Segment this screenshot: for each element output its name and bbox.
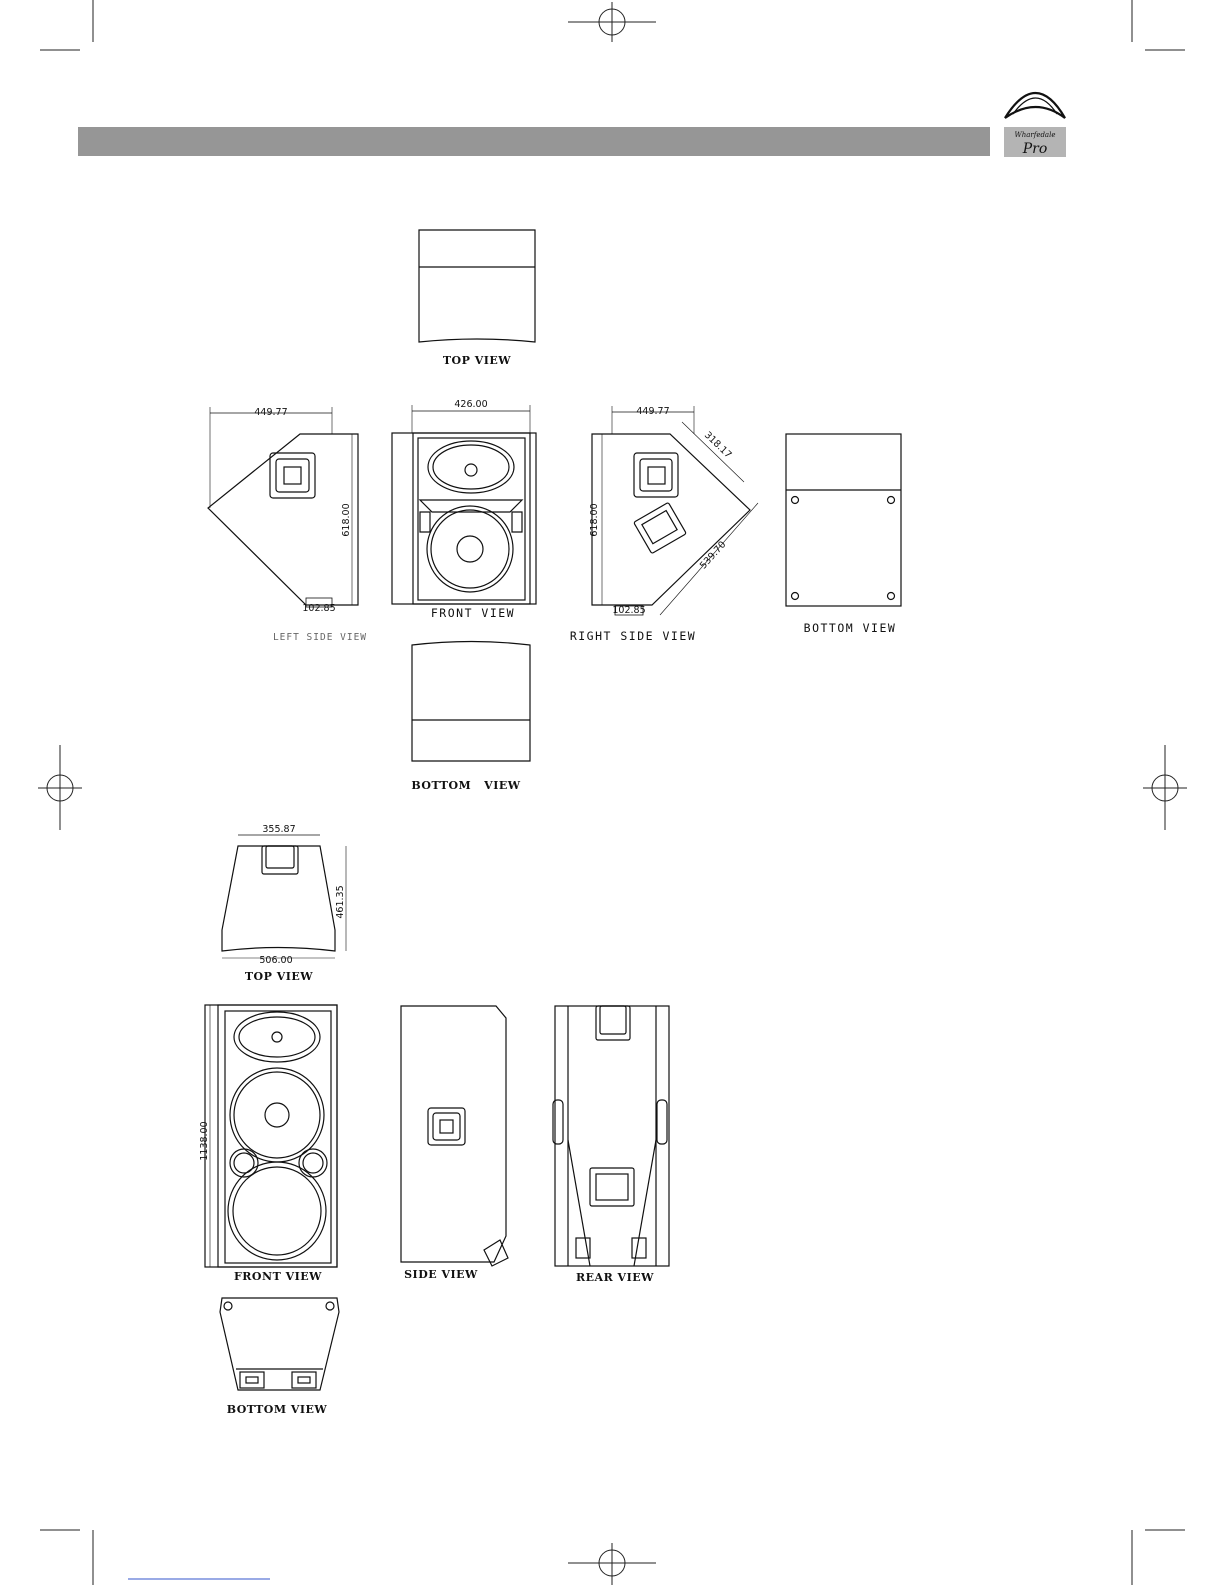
- dim-right-diag-top: 318.17: [702, 430, 734, 461]
- crop-marks: [40, 0, 1185, 1585]
- cabinet-top-view-label: TOP VIEW: [245, 970, 313, 983]
- dim-right-height: 618.00: [589, 503, 600, 536]
- cabinet-bottom-label: BOTTOM VIEW: [227, 1403, 328, 1416]
- dim-left-height: 618.00: [341, 503, 352, 536]
- monitor-bottom-right-label: BOTTOM VIEW: [804, 621, 897, 635]
- registration-mark-top: [568, 2, 656, 42]
- cabinet-bottom-view: [220, 1298, 339, 1390]
- dim-left-width: 449.77: [254, 407, 287, 418]
- logo-pro-text: Pro: [1022, 141, 1048, 157]
- monitor-bottom-view: [412, 642, 530, 762]
- wharfedale-pro-logo: Wharfedale Pro: [1004, 93, 1066, 157]
- cabinet-front-view: [205, 1005, 337, 1267]
- cabinet-rear-view: [553, 1006, 669, 1266]
- dim-right-width: 449.77: [636, 406, 669, 417]
- dim-front-width: 426.00: [454, 399, 487, 410]
- monitor-bottom-label: BOTTOM VIEW: [411, 779, 520, 792]
- header-bar: [78, 127, 990, 156]
- registration-mark-bottom: [568, 1543, 656, 1585]
- registration-mark-left: [38, 745, 82, 830]
- cabinet-side-view: [401, 1006, 508, 1266]
- dim-front-height: 1138.00: [199, 1121, 210, 1160]
- dim-right-base: 102.85: [612, 605, 645, 616]
- cabinet-drawing-set: [205, 835, 669, 1390]
- monitor-drawing-set: [208, 230, 901, 761]
- registration-mark-right: [1143, 745, 1187, 830]
- cabinet-top-view: [222, 835, 346, 958]
- monitor-left-side-view: [208, 407, 358, 607]
- logo-wordmark: Wharfedale: [1015, 131, 1056, 139]
- cabinet-side-label: SIDE VIEW: [404, 1268, 478, 1281]
- monitor-top-view: [419, 230, 535, 342]
- cabinet-rear-label: REAR VIEW: [576, 1271, 654, 1284]
- dim-top-depth: 461.35: [335, 885, 346, 918]
- monitor-front-label: FRONT VIEW: [431, 606, 515, 620]
- cabinet-front-label: FRONT VIEW: [234, 1270, 322, 1283]
- dim-top-back-width: 355.87: [262, 824, 295, 835]
- dim-top-front-width: 506.00: [259, 955, 292, 966]
- monitor-right-side-label: RIGHT SIDE VIEW: [570, 629, 696, 643]
- monitor-left-side-label: LEFT SIDE VIEW: [273, 632, 367, 643]
- monitor-front-view: [392, 405, 536, 604]
- monitor-bottom-view-right: [786, 434, 901, 606]
- monitor-right-side-view: [592, 406, 758, 615]
- dim-left-base: 102.85: [302, 603, 335, 614]
- monitor-top-view-label: TOP VIEW: [443, 354, 511, 367]
